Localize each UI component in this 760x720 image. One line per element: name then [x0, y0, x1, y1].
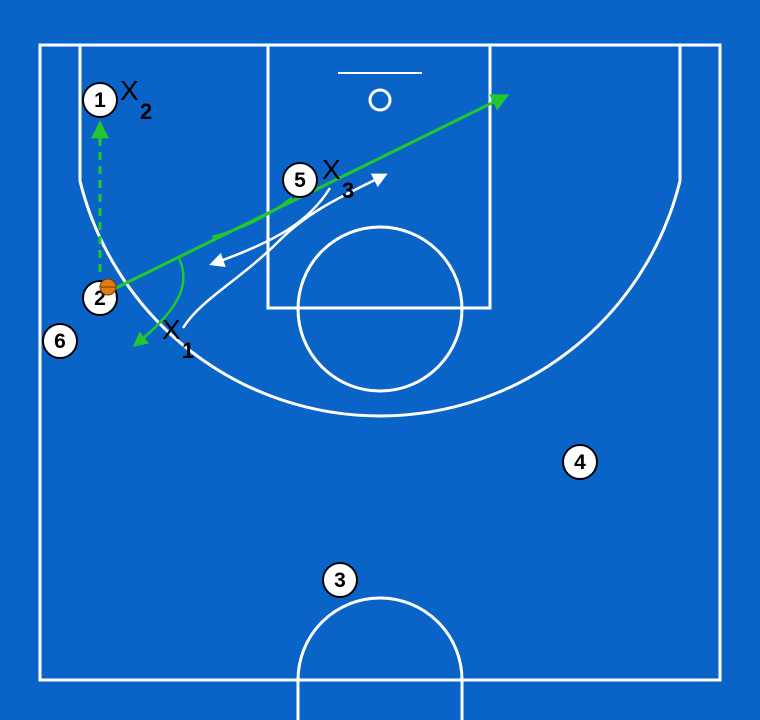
offensive-player-1: 1 [82, 82, 118, 118]
player-number: 1 [94, 89, 106, 112]
player-marker [282, 162, 318, 198]
player-marker [562, 444, 598, 480]
screen-curve [211, 197, 293, 239]
player-marker [322, 562, 358, 598]
defender-mark: X [322, 154, 341, 185]
offensive-player-4: 4 [562, 444, 598, 480]
free-throw-circle [296, 225, 464, 393]
offensive-player-5: 5 [282, 162, 318, 198]
player-number: 5 [294, 169, 306, 192]
key-lane [266, 43, 492, 310]
offensive-player-6: 6 [42, 323, 78, 359]
player-number: 2 [94, 287, 106, 310]
hoop [368, 88, 392, 112]
defender-mark: X [120, 75, 139, 106]
defender-mark: X [162, 314, 181, 345]
pass-arrow-short [132, 255, 185, 347]
offensive-player-3: 3 [322, 562, 358, 598]
defender-number: 1 [182, 338, 194, 363]
player-number: 4 [574, 451, 586, 474]
court-lines [38, 43, 722, 720]
player-number: 6 [54, 330, 66, 353]
defender-2: X2 [120, 75, 152, 124]
defender-3: X3 [322, 154, 354, 203]
center-circle [296, 596, 464, 720]
player-number: 3 [334, 569, 346, 592]
offensive-players: 1 2 3 4 5 6 [42, 82, 598, 598]
three-point-arc [78, 45, 682, 418]
player-marker [82, 82, 118, 118]
defender-number: 2 [140, 99, 152, 124]
cut-arrow-p5 [209, 187, 332, 268]
player-marker [42, 323, 78, 359]
defender-number: 3 [342, 178, 354, 203]
defender-1: X1 [162, 314, 194, 363]
cut-arrow-p1 [181, 173, 388, 329]
